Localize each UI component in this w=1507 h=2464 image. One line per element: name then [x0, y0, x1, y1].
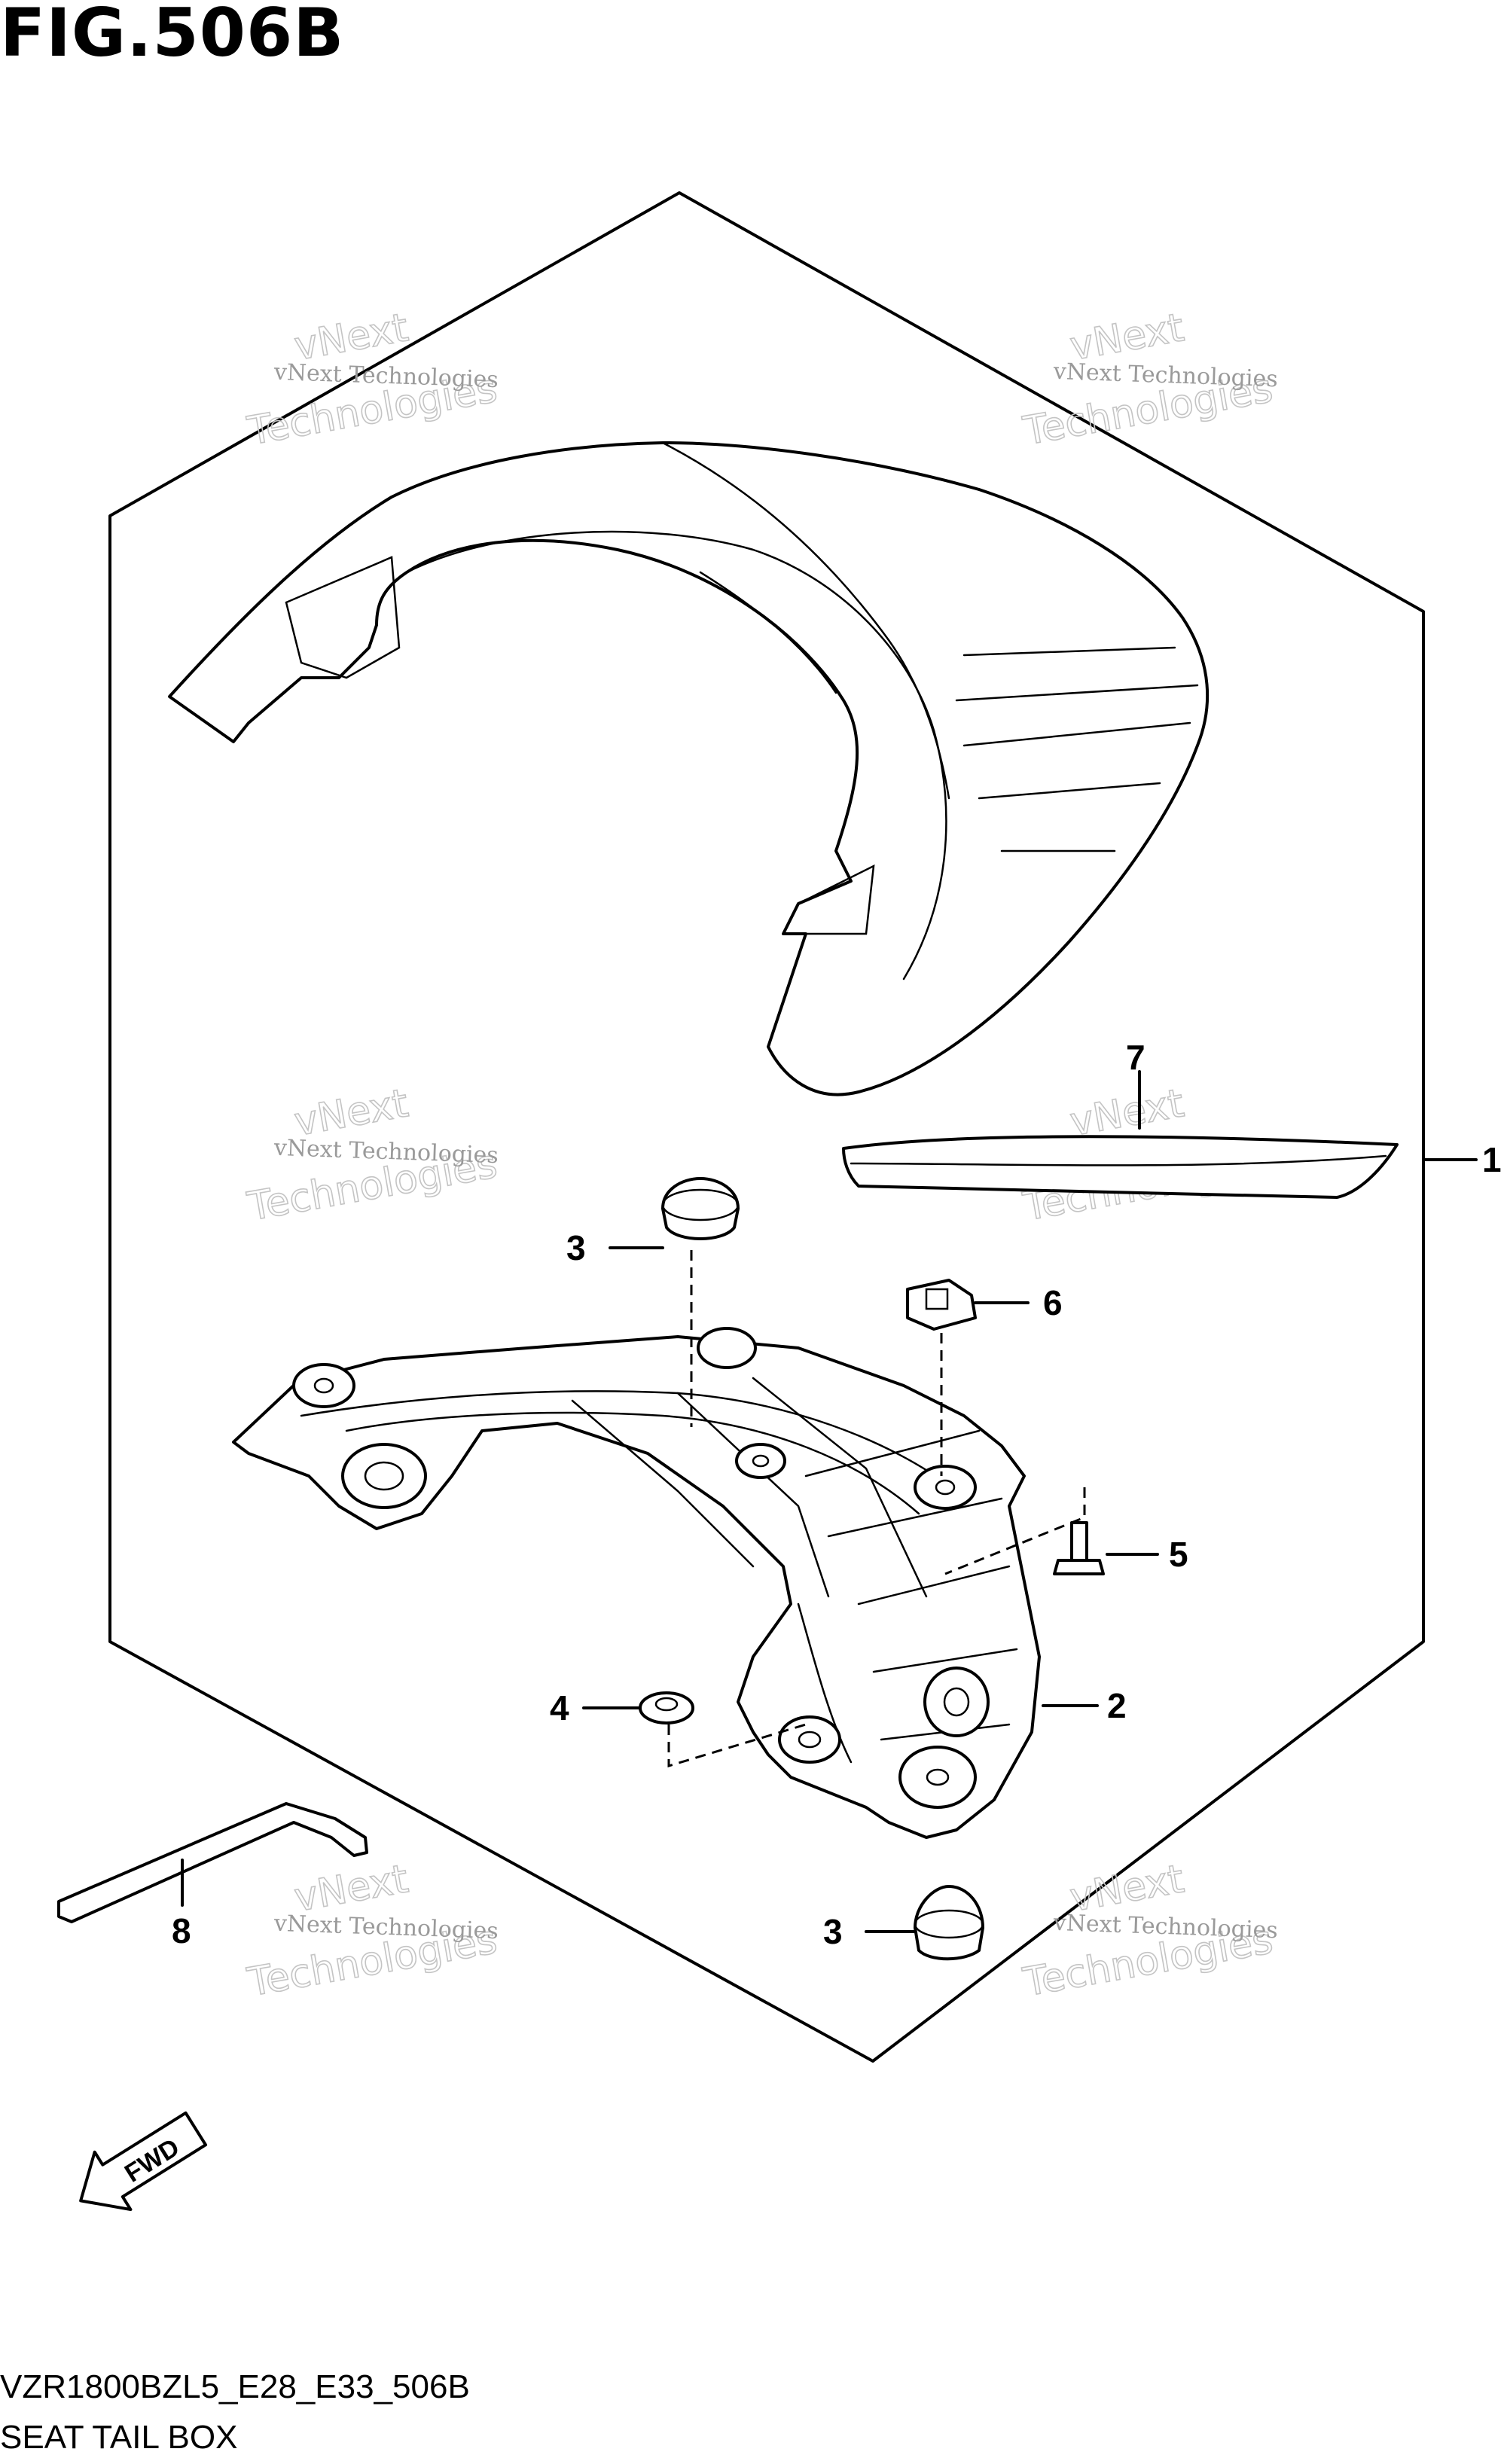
callout-4: 4: [550, 1688, 569, 1728]
watermark-top-right: vNext Technologies vNext Technologies: [1019, 305, 1278, 456]
figure-name: SEAT TAIL BOX: [0, 2419, 238, 2456]
seat-bracket-frame: [232, 1327, 1041, 1839]
watermark-mid-left: vNext Technologies vNext Technologies: [243, 1081, 501, 1231]
callout-6: 6: [1043, 1283, 1063, 1322]
washer: [639, 1691, 694, 1724]
model-code: VZR1800BZL5_E28_E33_506B: [0, 2368, 470, 2405]
figure-title: FIG.506B: [0, 0, 345, 72]
bolt: [1053, 1521, 1105, 1575]
guide-line-5: [944, 1487, 1086, 1575]
watermark-bottom-left: vNext Technologies vNext Technologies: [243, 1856, 501, 2007]
nut-clip: [906, 1279, 977, 1331]
hex-key: [57, 1802, 368, 1923]
grommet-lower: [914, 1885, 984, 1961]
callout-7: 7: [1126, 1038, 1146, 1077]
callout-3-upper: 3: [566, 1228, 586, 1267]
svg-text:vNext Technologies: vNext Technologies: [1052, 1910, 1278, 1944]
forward-arrow: FWD: [79, 2111, 208, 2212]
guide-line-4: [667, 1723, 807, 1768]
svg-text:vNext Technologies: vNext Technologies: [273, 1135, 499, 1169]
callout-5: 5: [1169, 1535, 1188, 1574]
svg-text:vNext Technologies: vNext Technologies: [273, 1911, 499, 1944]
callout-2: 2: [1107, 1686, 1127, 1725]
callout-1: 1: [1482, 1140, 1502, 1179]
callout-8: 8: [172, 1911, 191, 1950]
svg-text:vNext Technologies: vNext Technologies: [1052, 358, 1278, 392]
callout-3-lower: 3: [823, 1912, 843, 1951]
watermark-bottom-right: vNext Technologies vNext Technologies: [1019, 1856, 1278, 2007]
grommet-upper: [661, 1177, 740, 1240]
assembly-boundary: [108, 191, 1425, 2063]
svg-text:vNext Technologies: vNext Technologies: [273, 359, 499, 393]
seat-tail-cover: [168, 441, 1210, 1096]
trim-strip: [842, 1135, 1399, 1199]
